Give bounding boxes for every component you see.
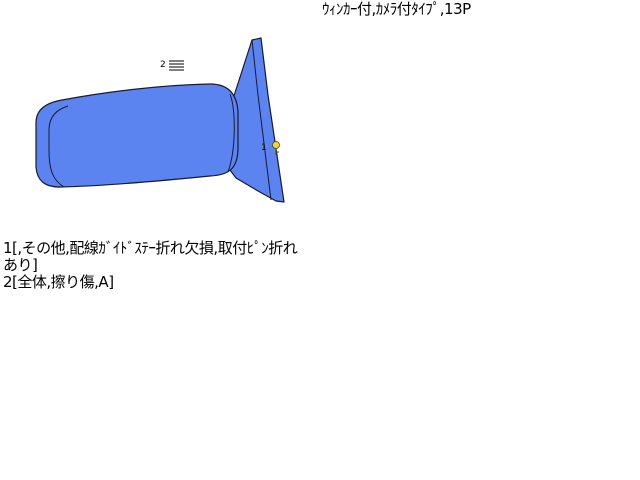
damage-notes: 1[,その他,配線ｶﾞｲﾄﾞｽﾃｰ折れ欠損,取付ﾋﾟﾝ折れあり] 2[全体,擦り…: [3, 240, 308, 291]
damage-note-2: 2[全体,擦り傷,A]: [3, 273, 114, 291]
mirror-housing-inner-edge: [48, 105, 69, 188]
key-icon: [272, 141, 280, 155]
mirror-diagram: 2 1: [35, 37, 285, 203]
mirror-housing-joint: [227, 93, 235, 173]
spec-text: ｳｨﾝｶｰ付,ｶﾒﾗ付ﾀｲﾌﾟ,13P: [322, 0, 471, 18]
damage-note-1: 1[,その他,配線ｶﾞｲﾄﾞｽﾃｰ折れ欠損,取付ﾋﾟﾝ折れあり]: [3, 239, 298, 274]
marker-2-label: 2: [160, 60, 166, 70]
mirror-mount-edge: [251, 39, 272, 201]
lines-icon: [169, 60, 184, 71]
marker-1-label: 1: [261, 143, 267, 153]
mirror-housing: [35, 83, 239, 188]
